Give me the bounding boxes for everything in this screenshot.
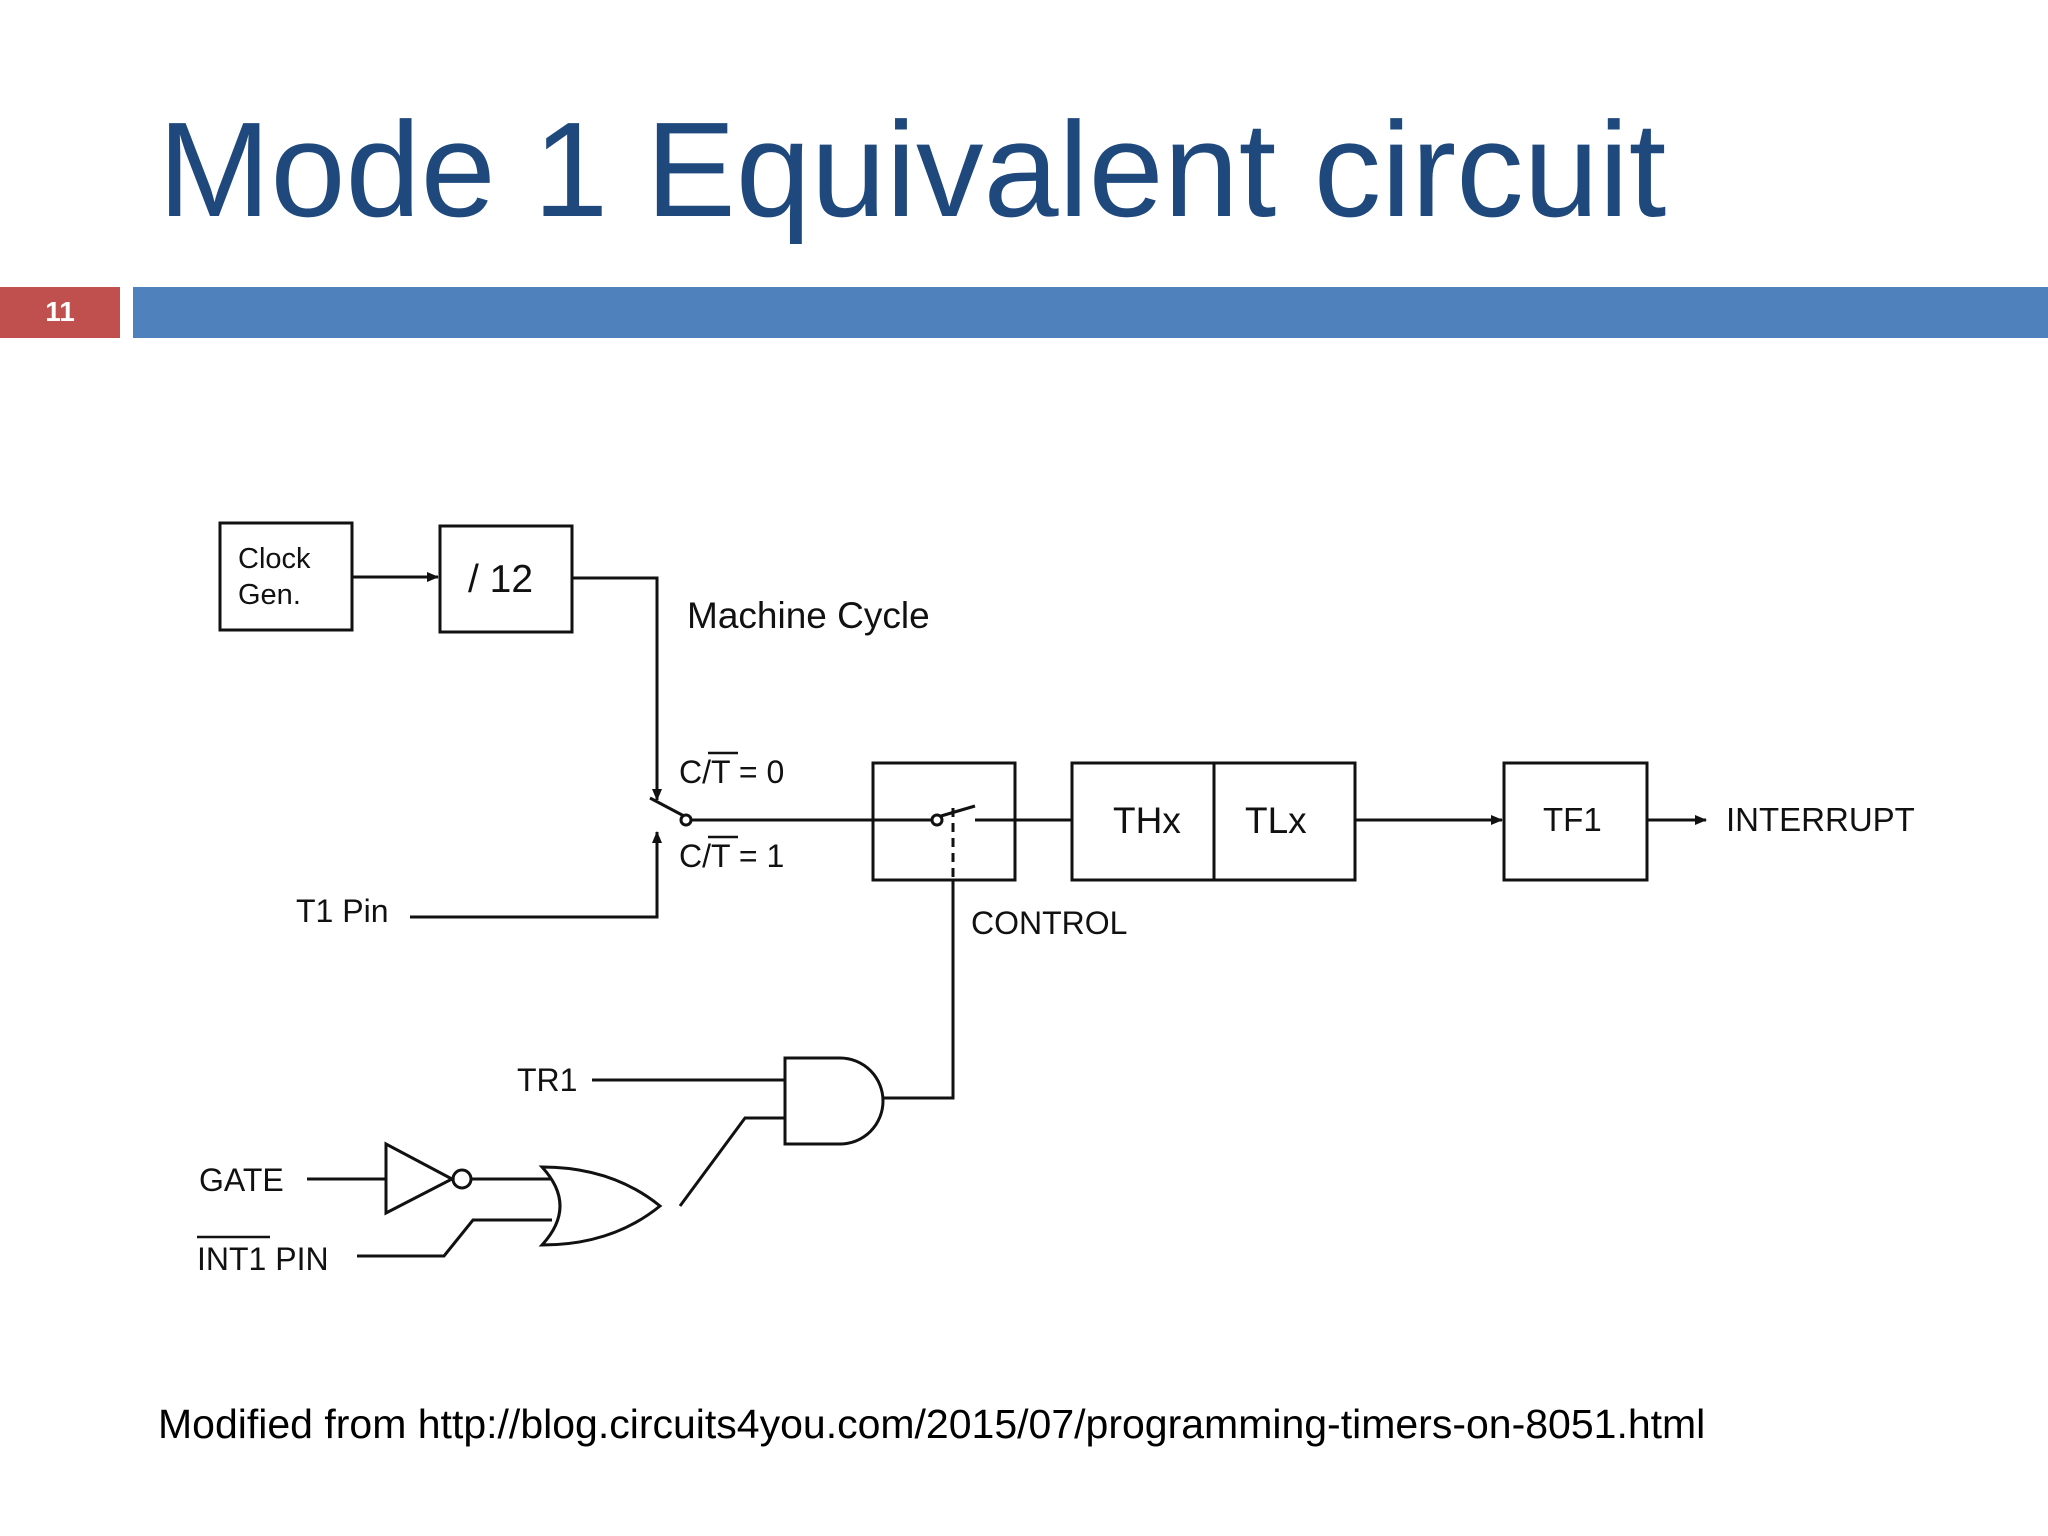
- clock-gen-label-line1: Clock: [238, 543, 311, 575]
- gate-label: GATE: [199, 1162, 284, 1198]
- slide-number: 11: [45, 296, 75, 327]
- control-switch-blade: [940, 804, 976, 818]
- machine-cycle-label: Machine Cycle: [687, 595, 930, 636]
- or-to-and-wire: [678, 1116, 785, 1207]
- divider-label: / 12: [468, 558, 533, 601]
- int1-pin-label: INT1 PIN: [197, 1241, 329, 1277]
- ct0-label: C/T = 0: [679, 754, 784, 790]
- or-gate: [538, 1165, 663, 1247]
- slide-number-box: [0, 287, 120, 338]
- slide-title: Mode 1 Equivalent circuit: [158, 94, 1667, 245]
- tf1-label: TF1: [1543, 801, 1602, 838]
- interrupt-label: INTERRUPT: [1726, 801, 1915, 838]
- int1-wire: [357, 1218, 552, 1258]
- thx-label: THx: [1113, 800, 1181, 841]
- source-attribution: Modified from http://blog.circuits4you.c…: [158, 1401, 1706, 1447]
- clock-gen-block: [218, 521, 354, 632]
- ct1-label: C/T = 1: [679, 838, 784, 874]
- t1-pin-wire: [410, 831, 662, 919]
- inverter: [384, 1141, 456, 1216]
- control-switch-pivot: [930, 813, 944, 827]
- machine-cycle-wire: [572, 576, 662, 801]
- selector-switch-blade: [649, 796, 685, 818]
- and-to-control-wire: [882, 880, 955, 1100]
- tlx-label: TLx: [1245, 800, 1307, 841]
- tr1-label: TR1: [517, 1062, 577, 1098]
- title-underline-bar: [133, 287, 2048, 338]
- t1-pin-label: T1 Pin: [296, 893, 388, 929]
- selector-switch-pivot: [679, 813, 693, 827]
- and-gate: [783, 1056, 885, 1146]
- control-label: CONTROL: [971, 905, 1127, 941]
- inverter-bubble: [451, 1168, 473, 1190]
- clock-gen-label-line2: Gen.: [238, 579, 301, 611]
